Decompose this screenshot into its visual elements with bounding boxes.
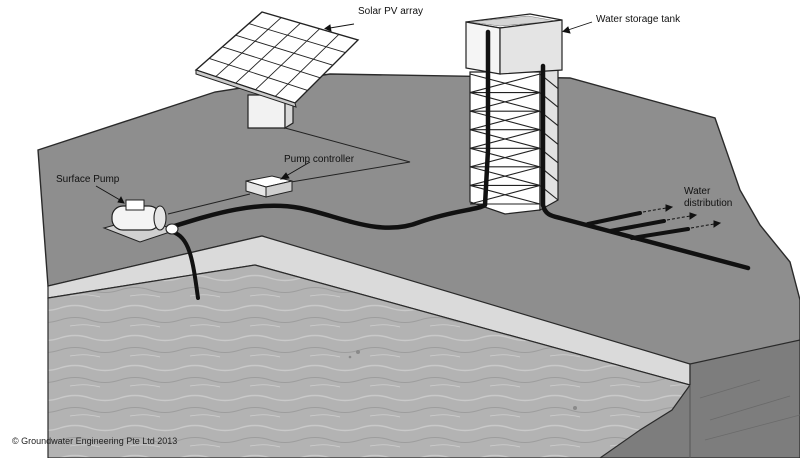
distribution-branch-1: [586, 211, 642, 226]
delivery-pipe: [165, 29, 491, 231]
copyright-notice: © Groundwater Engineering Pte Ltd 2013: [12, 436, 178, 446]
surface-pump: [102, 199, 179, 243]
suction-pipe: [170, 230, 200, 300]
water-distribution-label-line1: Water: [684, 186, 711, 197]
pump-power-cable: [167, 193, 251, 215]
flow-arrows: [642, 204, 722, 229]
distribution-branch-3: [630, 227, 690, 240]
pump-controller-label: Pump controller: [284, 154, 355, 165]
pump-controller-box: [245, 175, 293, 198]
distribution-pipe: [540, 63, 751, 271]
surface-pump-label: Surface Pump: [56, 174, 120, 185]
water-storage-tank: [465, 13, 563, 75]
solar-pv-array: [194, 11, 360, 108]
solar-pv-array-label: Solar PV array: [358, 6, 424, 17]
water-storage-tank-label: Water storage tank: [596, 14, 681, 25]
water-distribution-label-line2: distribution: [684, 198, 733, 209]
water-distribution-label: Water distribution: [684, 186, 732, 210]
pipe-network: [165, 29, 751, 300]
distribution-branch-2: [608, 219, 666, 233]
controller-wire: [284, 127, 411, 184]
leader-lines: [95, 21, 593, 204]
